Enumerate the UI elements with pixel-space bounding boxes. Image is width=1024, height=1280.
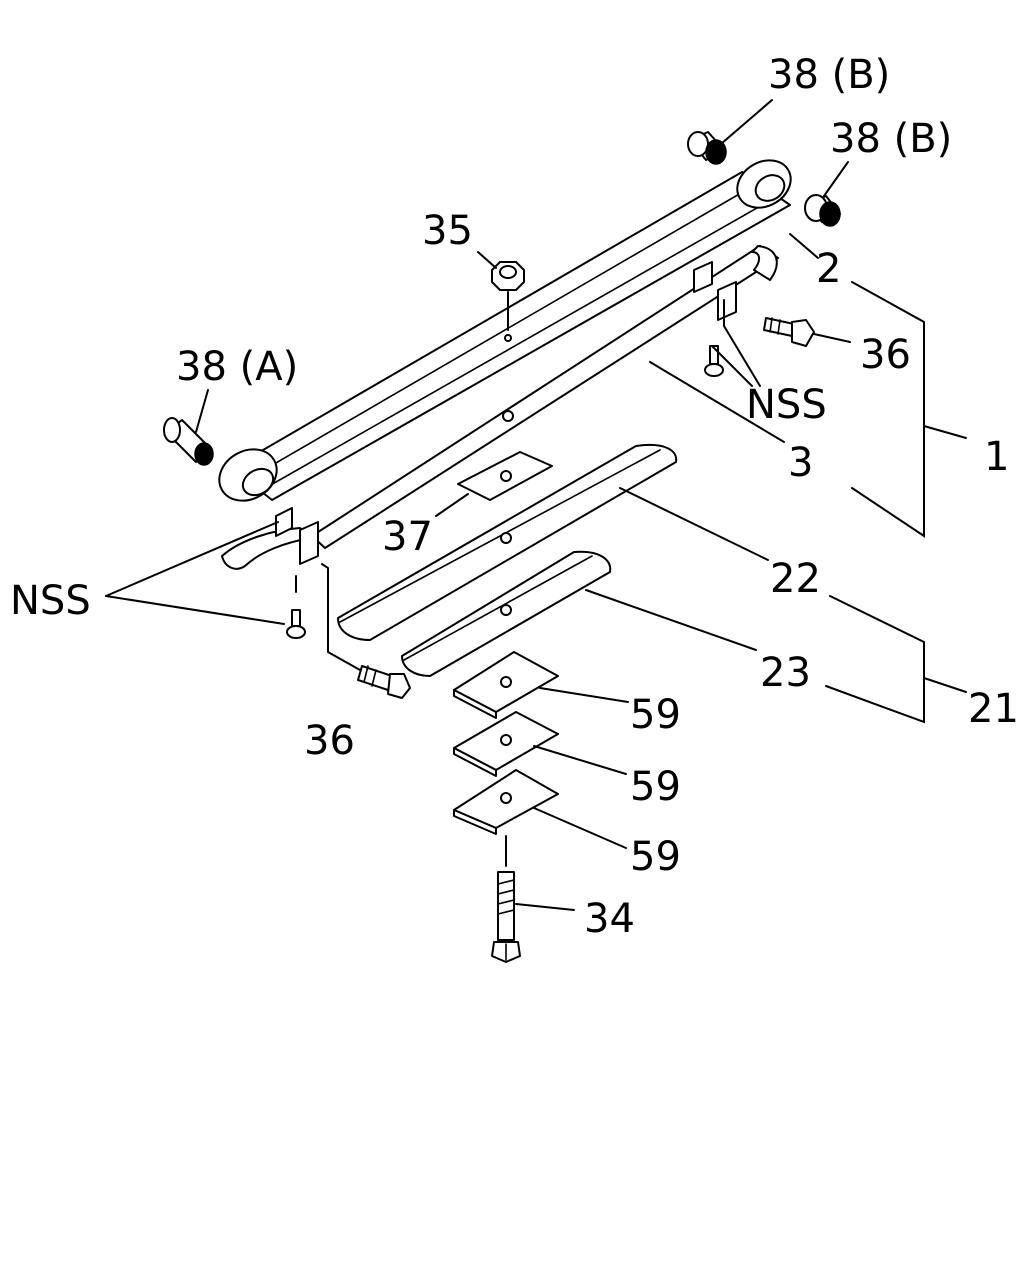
label-3: 3: [788, 440, 813, 486]
callout-labels: 38 (B) 38 (B) 35 38 (A) 2 36 NSS 1 3 37 …: [10, 52, 1019, 942]
label-59-3: 59: [630, 834, 681, 880]
spacer-plate-2: [453, 711, 559, 777]
label-38a: 38 (A): [176, 344, 298, 390]
bolt-36-right: [763, 317, 815, 347]
main-leaf-spring: [218, 159, 792, 502]
label-36-left: 36: [304, 718, 355, 764]
label-35: 35: [422, 208, 473, 254]
bushing-38a: [163, 417, 214, 466]
bolt-36-left: [357, 665, 411, 699]
label-2: 2: [816, 246, 841, 292]
nut: [491, 261, 525, 331]
label-34: 34: [584, 896, 635, 942]
label-nss-left: NSS: [10, 578, 91, 624]
label-21: 21: [968, 686, 1019, 732]
label-23: 23: [760, 650, 811, 696]
bushing-38b-lower: [804, 194, 841, 227]
label-37: 37: [382, 514, 433, 560]
label-nss-right: NSS: [746, 382, 827, 428]
spacer-plate-3: [453, 769, 559, 835]
center-bolt: [491, 835, 521, 963]
spacer-plate-1: [453, 651, 559, 719]
leaf-23: [401, 550, 612, 677]
second-leaf-spring: [221, 245, 779, 570]
label-1: 1: [984, 434, 1009, 480]
label-36-right: 36: [860, 332, 911, 378]
rivet-nss-right: [704, 345, 724, 377]
label-22: 22: [770, 556, 821, 602]
label-38b-lower: 38 (B): [830, 116, 952, 162]
bushing-38b-upper: [687, 131, 727, 165]
leaf-22: [337, 444, 678, 641]
rivet-nss-left: [286, 575, 306, 639]
label-59-2: 59: [630, 764, 681, 810]
leader-lines: [105, 99, 967, 911]
label-38b-upper: 38 (B): [768, 52, 890, 98]
label-59-1: 59: [630, 692, 681, 738]
